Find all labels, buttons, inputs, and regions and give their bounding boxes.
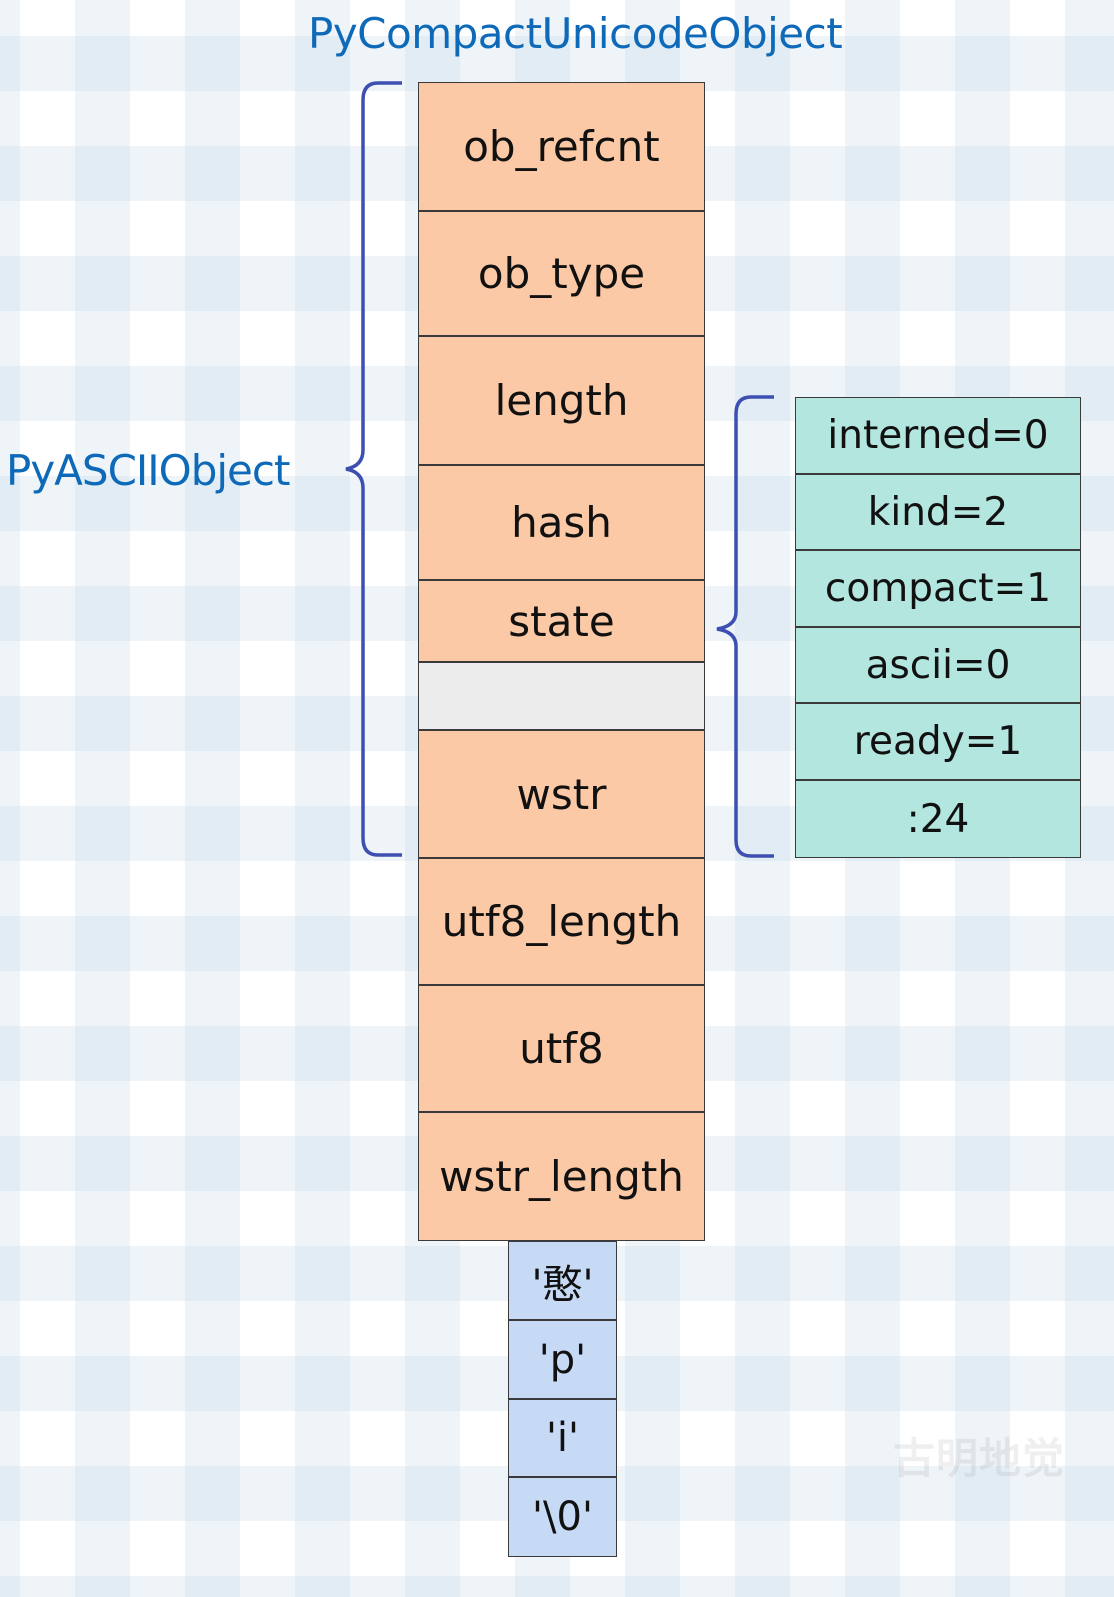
field-wstr-length: wstr_length (418, 1112, 705, 1241)
char-cell-cell-0: '憨' (508, 1241, 617, 1320)
field-ob-refcnt: ob_refcnt (418, 82, 705, 211)
pyasciiobject-brace (345, 81, 402, 857)
state-bit-compact-1: compact=1 (795, 550, 1081, 627)
field-hash: hash (418, 465, 705, 580)
field-ob-type: ob_type (418, 211, 705, 336)
pyasciiobject-label: PyASCIIObject (6, 446, 290, 495)
field-utf8-length: utf8_length (418, 858, 705, 985)
state-brace (716, 395, 774, 858)
char-cell-i: 'i' (508, 1399, 617, 1477)
field-length: length (418, 336, 705, 465)
diagram-title: PyCompactUnicodeObject (308, 9, 843, 58)
watermark: 古明地觉 (893, 1434, 1066, 1483)
state-bit-ascii-0: ascii=0 (795, 627, 1081, 703)
state-bit-kind-2: kind=2 (795, 474, 1081, 550)
state-bit-24: :24 (795, 780, 1081, 858)
char-cell-0: '\0' (508, 1477, 617, 1557)
field-wstr: wstr (418, 730, 705, 858)
field-utf8: utf8 (418, 985, 705, 1112)
character-buffer: '憨''p''i''\0' (508, 1241, 617, 1557)
char-cell-p: 'p' (508, 1320, 617, 1399)
field-padding (418, 662, 705, 730)
state-bit-ready-1: ready=1 (795, 703, 1081, 780)
field-state: state (418, 580, 705, 662)
state-bit-interned-0: interned=0 (795, 397, 1081, 474)
